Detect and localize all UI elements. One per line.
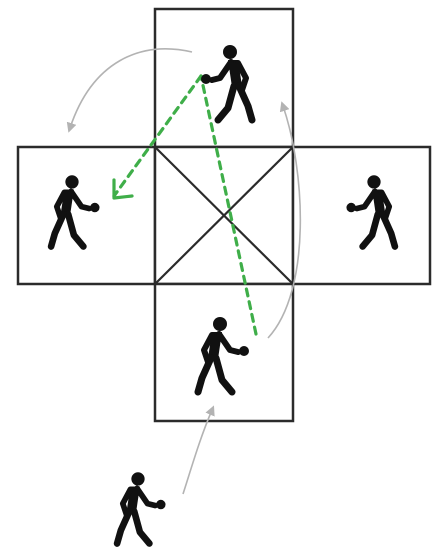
- ball-path-top-to-left: [112, 74, 203, 198]
- rotation-arrow-bottom-to-top: [267, 101, 302, 339]
- court: [16, 7, 432, 423]
- court-square-top: [153, 7, 295, 149]
- player-waiting-icon: [117, 472, 165, 543]
- rotation-arrow-top-to-left: [66, 48, 193, 133]
- court-square-left: [16, 145, 157, 286]
- ball-path-arrowhead: [112, 178, 134, 200]
- ball-path-bottom-to-top: [199, 74, 258, 336]
- court-square-bottom: [153, 282, 295, 423]
- rotation-arrow-waiting-to-bottom: [182, 405, 215, 495]
- center-diagonal-2: [154, 146, 294, 285]
- court-square-right: [291, 145, 432, 286]
